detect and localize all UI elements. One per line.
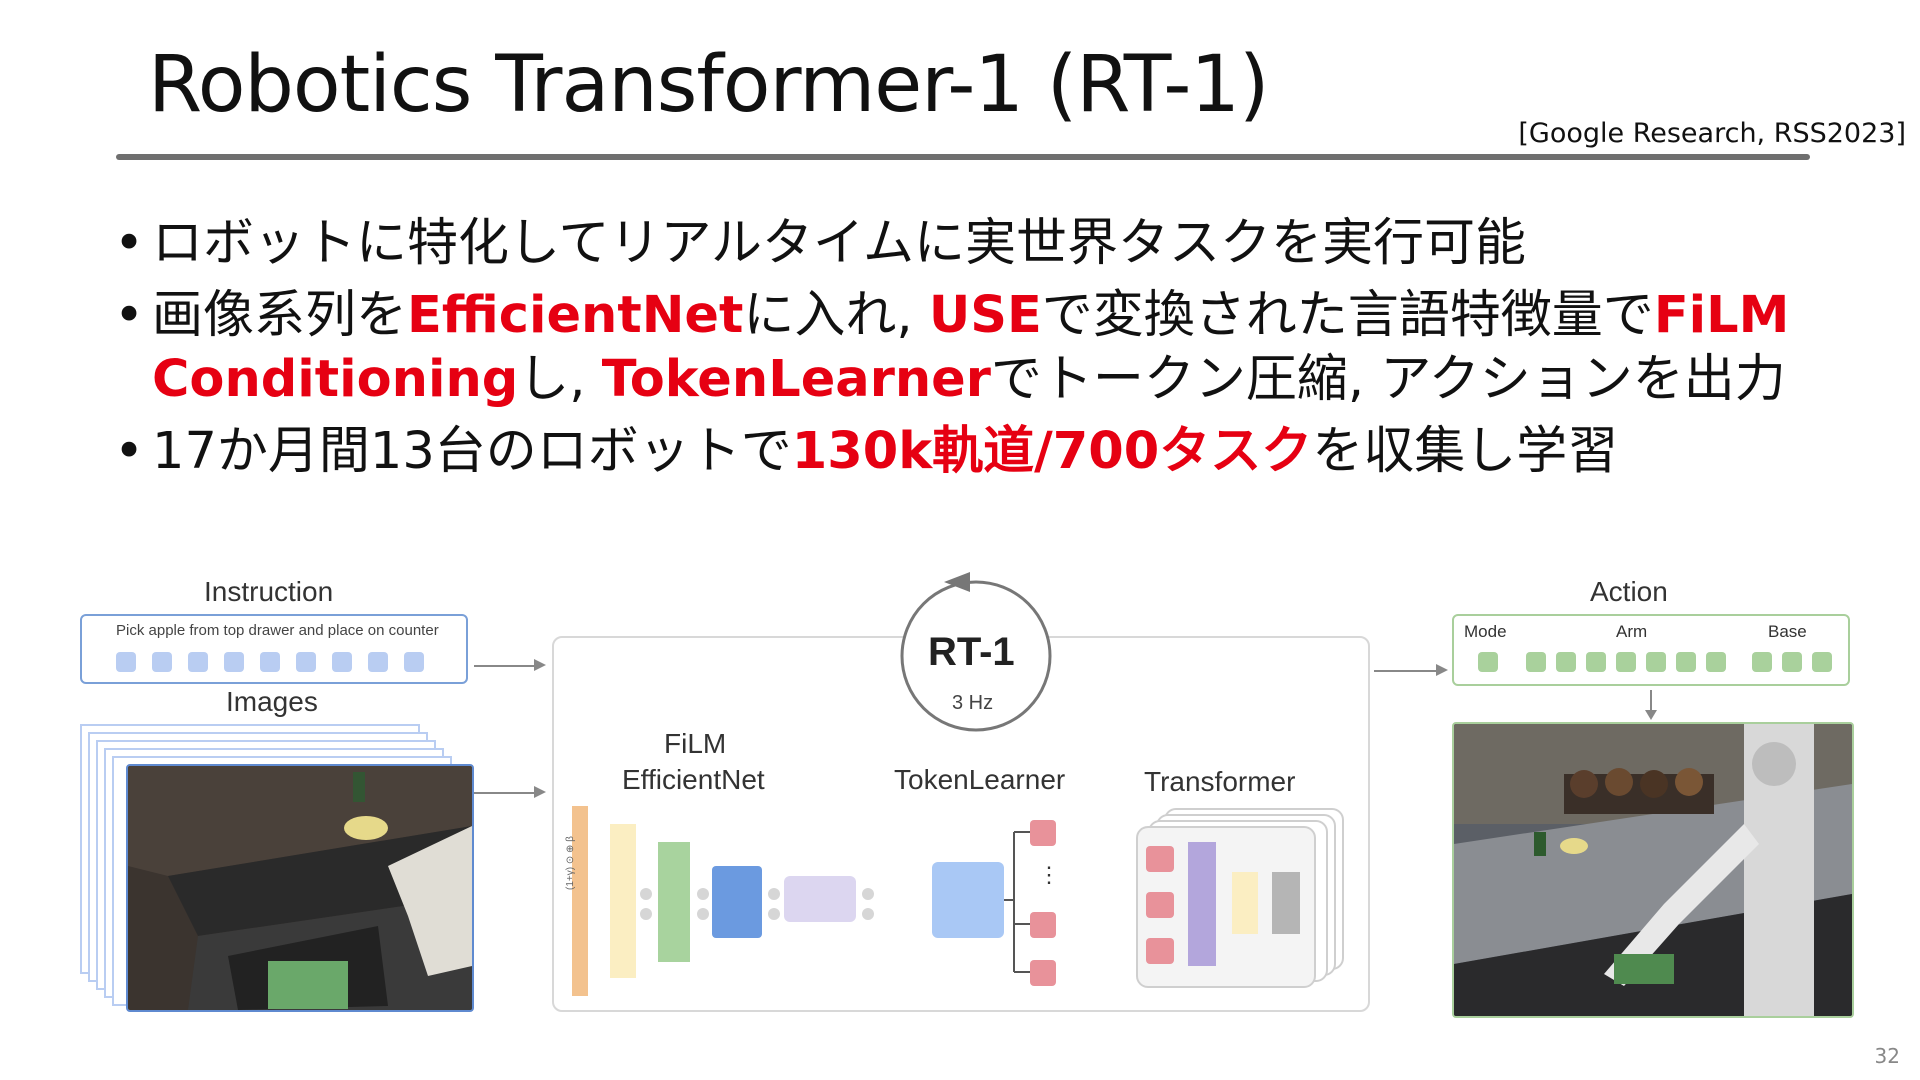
bullet-text: ロボットに特化してリアルタイムに実世界タスクを実行可能 [152, 214, 1526, 273]
action-token [1706, 652, 1726, 672]
bullet-text: 画像系列を [152, 286, 408, 345]
film-block-green [658, 842, 690, 962]
transformer-yellow-block [1232, 872, 1258, 934]
connector-dot [862, 908, 874, 920]
transformer-red-1 [1146, 846, 1174, 872]
action-token [1616, 652, 1636, 672]
film-formula: (1+γ) ⊙ ⊕ β [565, 836, 576, 890]
token-ellipsis: ⋮ [1038, 862, 1060, 887]
film-label: FiLM [664, 728, 727, 759]
action-token [1526, 652, 1546, 672]
instruction-label: Instruction [204, 576, 334, 607]
bullet-text: を収集し学習 [1312, 422, 1619, 481]
action-token [1646, 652, 1666, 672]
highlighted-term: EfficientNet [407, 286, 744, 345]
bullet-text: し, [518, 350, 602, 409]
instruction-token [296, 652, 316, 672]
images-arrow [474, 792, 534, 794]
action-down-line [1650, 690, 1652, 712]
action-token [1586, 652, 1606, 672]
instruction-token [116, 652, 136, 672]
instruction-arrow-head [534, 659, 546, 671]
token-red-3 [1030, 960, 1056, 986]
connector-dot [862, 888, 874, 900]
transformer-label: Transformer [1144, 766, 1296, 797]
bullet-text: に入れ, [743, 286, 929, 345]
title-divider [116, 154, 1810, 160]
rt1-architecture-figure: Instruction Pick apple from top drawer a… [0, 570, 1920, 1030]
efficientnet-label: EfficientNet [622, 764, 765, 795]
action-arrow [1374, 670, 1436, 672]
slide-title: Robotics Transformer-1 (RT-1) [148, 40, 1269, 130]
action-token [1812, 652, 1832, 672]
action-arrow-head [1436, 664, 1448, 676]
bullet-text: で変換された言語特徴量で [1041, 286, 1654, 345]
tokenlearner-label: TokenLearner [894, 764, 1066, 795]
robot-camera-image [126, 764, 474, 1012]
bullet-item: •17か月間13台のロボットで130k軌道/700タスクを収集し学習 [114, 420, 1904, 484]
action-token [1782, 652, 1802, 672]
connector-dot [768, 888, 780, 900]
citation: [Google Research, RSS2023] [1518, 118, 1906, 149]
tokenlearner-block [932, 862, 1004, 938]
mode-label: Mode [1464, 622, 1507, 641]
token-red-2 [1030, 912, 1056, 938]
instruction-token [404, 652, 424, 672]
instruction-token [260, 652, 280, 672]
instruction-box: Pick apple from top drawer and place on … [80, 614, 468, 684]
instruction-text: Pick apple from top drawer and place on … [116, 622, 439, 639]
base-label: Base [1768, 622, 1807, 641]
action-token [1676, 652, 1696, 672]
bullet-item: •ロボットに特化してリアルタイムに実世界タスクを実行可能 [114, 212, 1904, 276]
instruction-token [224, 652, 244, 672]
highlighted-term: 130k軌道/700タスク [791, 422, 1313, 481]
connector-dot [768, 908, 780, 920]
instruction-token [368, 652, 388, 672]
connector-dot [697, 908, 709, 920]
rt1-rate: 3 Hz [952, 692, 994, 714]
film-block-blue [712, 866, 762, 938]
robot-photo-drawing [1454, 724, 1852, 1016]
arm-label: Arm [1616, 622, 1648, 641]
action-token [1556, 652, 1576, 672]
bullet-marker: • [114, 286, 145, 345]
token-red-1 [1030, 820, 1056, 846]
highlighted-term: TokenLearner [601, 350, 991, 409]
robot-action-photo [1452, 722, 1854, 1018]
transformer-purple-block [1188, 842, 1216, 966]
highlighted-term: FiLM Conditioning [152, 286, 1790, 409]
bullet-text: 17か月間13台のロボットで [152, 422, 792, 481]
bullet-marker: • [114, 214, 145, 273]
connector-dot [640, 888, 652, 900]
instruction-token [332, 652, 352, 672]
instruction-arrow [474, 665, 534, 667]
action-box: Mode Arm Base [1452, 614, 1850, 686]
transformer-red-3 [1146, 938, 1174, 964]
highlighted-term: USE [928, 286, 1042, 345]
page-number: 32 [1874, 1044, 1900, 1068]
action-token [1478, 652, 1498, 672]
instruction-token [152, 652, 172, 672]
bullet-list: •ロボットに特化してリアルタイムに実世界タスクを実行可能•画像系列をEffici… [114, 212, 1904, 492]
bullet-marker: • [114, 422, 145, 481]
images-label: Images [226, 686, 318, 717]
transformer-red-2 [1146, 892, 1174, 918]
camera-image-drawing [128, 766, 472, 1010]
action-token [1752, 652, 1772, 672]
instruction-token [188, 652, 208, 672]
tokenlearner-branches [1004, 831, 1030, 973]
rt1-label: RT-1 [928, 630, 1015, 674]
film-block-lavender [784, 876, 856, 922]
film-block-yellow [610, 824, 636, 978]
action-down-head [1645, 710, 1657, 720]
rt1-loop-circle [900, 572, 1052, 732]
action-label: Action [1590, 576, 1668, 607]
connector-dot [640, 908, 652, 920]
film-block-orange [572, 806, 588, 996]
connector-dot [697, 888, 709, 900]
bullet-text: でトークン圧縮, アクションを出力 [990, 350, 1786, 409]
transformer-gray-block [1272, 872, 1300, 934]
bullet-item: •画像系列をEfficientNetに入れ, USEで変換された言語特徴量でFi… [114, 284, 1904, 412]
images-arrow-head [534, 786, 546, 798]
